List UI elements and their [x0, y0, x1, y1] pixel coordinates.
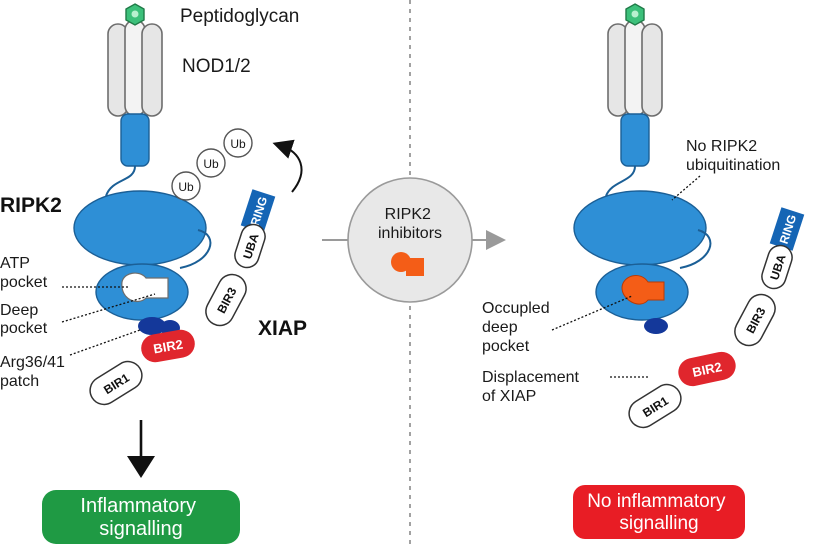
svg-text:BIR2: BIR2 [152, 337, 184, 357]
occupied-pocket-label: Occupled deep pocket [482, 300, 554, 355]
deep-pocket-label: Deep pocket [0, 302, 48, 337]
inflammatory-signalling-label: Inflammatory signalling [80, 495, 201, 540]
left-panel: Peptidoglycan NOD1/2 RIPK2 ATP pocket De… [0, 3, 307, 544]
xiap-protein: RING UBA BIR3 BIR2 BIR1 [89, 189, 276, 406]
arg-patch-shape [644, 318, 668, 334]
nod-receptor [607, 19, 663, 167]
inhibitor-center: RIPK2 inhibitors [322, 177, 506, 303]
inflammatory-signalling-badge [42, 490, 240, 544]
no-inflammatory-signalling-label: No inflammatory signalling [587, 491, 731, 534]
inhibitor-molecule [621, 274, 665, 305]
ripk2-label: RIPK2 [0, 194, 62, 217]
arg-patch-label: Arg36/41 patch [0, 354, 69, 390]
ubiquitin-chain: Ub Ub Ub [171, 128, 253, 201]
inhibitor-label: RIPK2 inhibitors [378, 206, 442, 242]
peptidoglycan-label: Peptidoglycan [180, 6, 299, 27]
ub-label: Ub [203, 157, 219, 171]
atp-pocket-shape [121, 272, 169, 303]
inhibitor-molecule [391, 252, 424, 276]
arg-patch-shape [138, 317, 166, 335]
xiap-label: XIAP [258, 317, 307, 340]
right-panel: No RIPK2 ubiquitination Occupled deep po… [482, 3, 805, 539]
no-inflammatory-signalling-badge [573, 485, 745, 539]
nod-receptor [107, 19, 163, 167]
inhibitor-circle [347, 177, 473, 303]
nod-label: NOD1/2 [182, 56, 251, 77]
ripk2-kinase [73, 190, 212, 336]
ripk2-kinase [573, 190, 712, 334]
peptidoglycan-ligand [625, 3, 645, 26]
peptidoglycan-ligand [125, 3, 145, 26]
svg-text:BIR2: BIR2 [691, 359, 723, 380]
ubiquitination-arrow [272, 139, 303, 193]
ub-label: Ub [178, 180, 194, 194]
inhibition-arrowhead [486, 230, 506, 250]
atp-pocket-label: ATP pocket [0, 255, 48, 291]
displacement-label: Displacement of XIAP [482, 369, 583, 405]
xiap-protein: RING UBA BIR3 BIR2 BIR1 [628, 207, 805, 429]
no-ubiquitination-label: No RIPK2 ubiquitination [686, 138, 780, 174]
ub-label: Ub [230, 137, 246, 151]
